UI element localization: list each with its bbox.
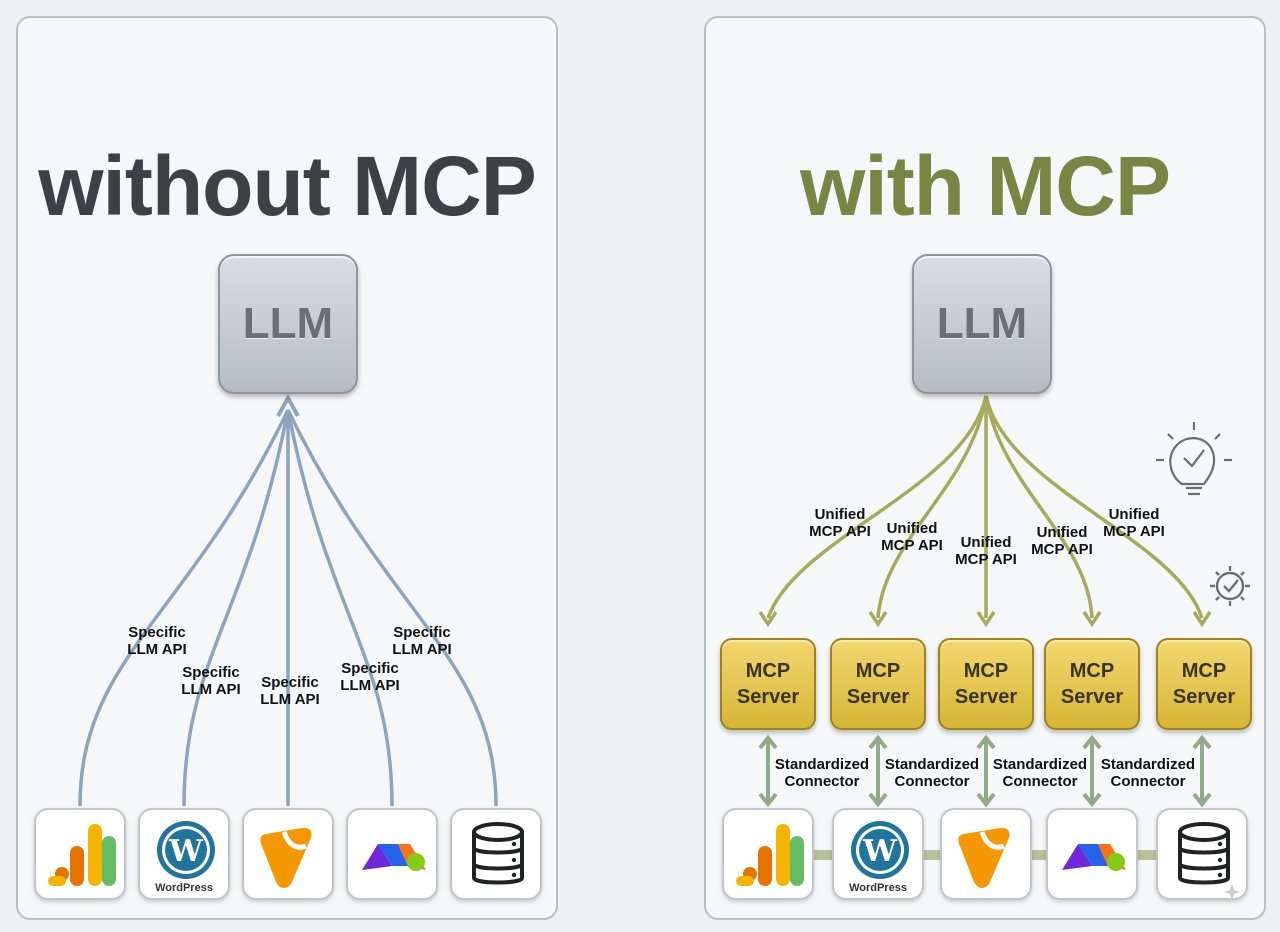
left-api-label-4: Specific LLM API [340, 660, 400, 694]
right-api-label-3: Unified MCP API [955, 534, 1017, 568]
llm-arrowhead-icon [276, 393, 300, 417]
database-icon [472, 822, 524, 885]
left-api-label-2: Specific LLM API [181, 664, 241, 698]
wordpress-icon: W [157, 821, 215, 879]
connector-label-1: Standardized Connector [774, 756, 870, 790]
left-line-4 [286, 409, 394, 807]
connector-label-3: Standardized Connector [992, 756, 1088, 790]
right-api-label-5: Unified MCP API [1103, 506, 1165, 540]
llm-box-left: LLM [218, 254, 358, 394]
connector-label-2: Standardized Connector [884, 756, 980, 790]
without-mcp-panel: without MCP LLM Specific LLM API Spe [16, 16, 558, 920]
left-api-label-1: Specific LLM API [127, 624, 187, 658]
make-icon [1062, 844, 1126, 871]
with-mcp-panel: with MCP [704, 16, 1266, 920]
lightbulb-icon [1156, 422, 1232, 496]
left-api-label-3: Specific LLM API [260, 674, 320, 708]
right-api-label-4: Unified MCP API [1031, 524, 1093, 558]
with-mcp-title: with MCP [800, 139, 1171, 233]
left-api-label-5: Specific LLM API [392, 624, 452, 658]
gear-check-icon [1210, 566, 1250, 606]
right-api-label-1: Unified MCP API [809, 506, 871, 540]
llm-box-right: LLM [912, 254, 1052, 394]
right-line-4 [984, 395, 1094, 619]
right-line-5 [984, 395, 1204, 619]
sparkle-icon [1224, 884, 1240, 900]
left-line-5 [286, 409, 498, 807]
google-analytics-icon [48, 824, 116, 886]
app-tile-make [346, 808, 438, 900]
svg-text:W: W [168, 834, 204, 869]
app-tile-analytics [34, 808, 126, 900]
app-tile-database [450, 808, 542, 900]
wordpress-label: WordPress [849, 882, 907, 894]
app-tile-make-right [1046, 808, 1138, 900]
database-icon [1178, 822, 1240, 900]
wordpress-icon: W [851, 821, 909, 879]
left-line-1 [78, 409, 290, 807]
app-tile-typo3 [242, 808, 334, 900]
right-line-1 [766, 395, 988, 619]
google-analytics-icon [736, 824, 804, 886]
wordpress-label: WordPress [155, 882, 213, 894]
connector-label-4: Standardized Connector [1100, 756, 1196, 790]
app-tile-wordpress: W WordPress [138, 808, 230, 900]
typo3-icon [958, 827, 1010, 888]
left-line-2 [182, 409, 290, 807]
app-tile-typo3-right [940, 808, 1032, 900]
svg-text:W: W [862, 834, 898, 869]
make-icon [362, 844, 426, 871]
right-api-label-2: Unified MCP API [881, 520, 943, 554]
without-mcp-title: without MCP [38, 139, 537, 233]
app-tile-database-right [1156, 808, 1248, 900]
left-connection-lines [78, 393, 498, 807]
right-connection-lines [758, 395, 1250, 808]
app-tile-wordpress-right: W WordPress [832, 808, 924, 900]
right-line-2 [876, 395, 988, 619]
typo3-icon [260, 827, 312, 888]
app-tile-analytics-right [722, 808, 814, 900]
